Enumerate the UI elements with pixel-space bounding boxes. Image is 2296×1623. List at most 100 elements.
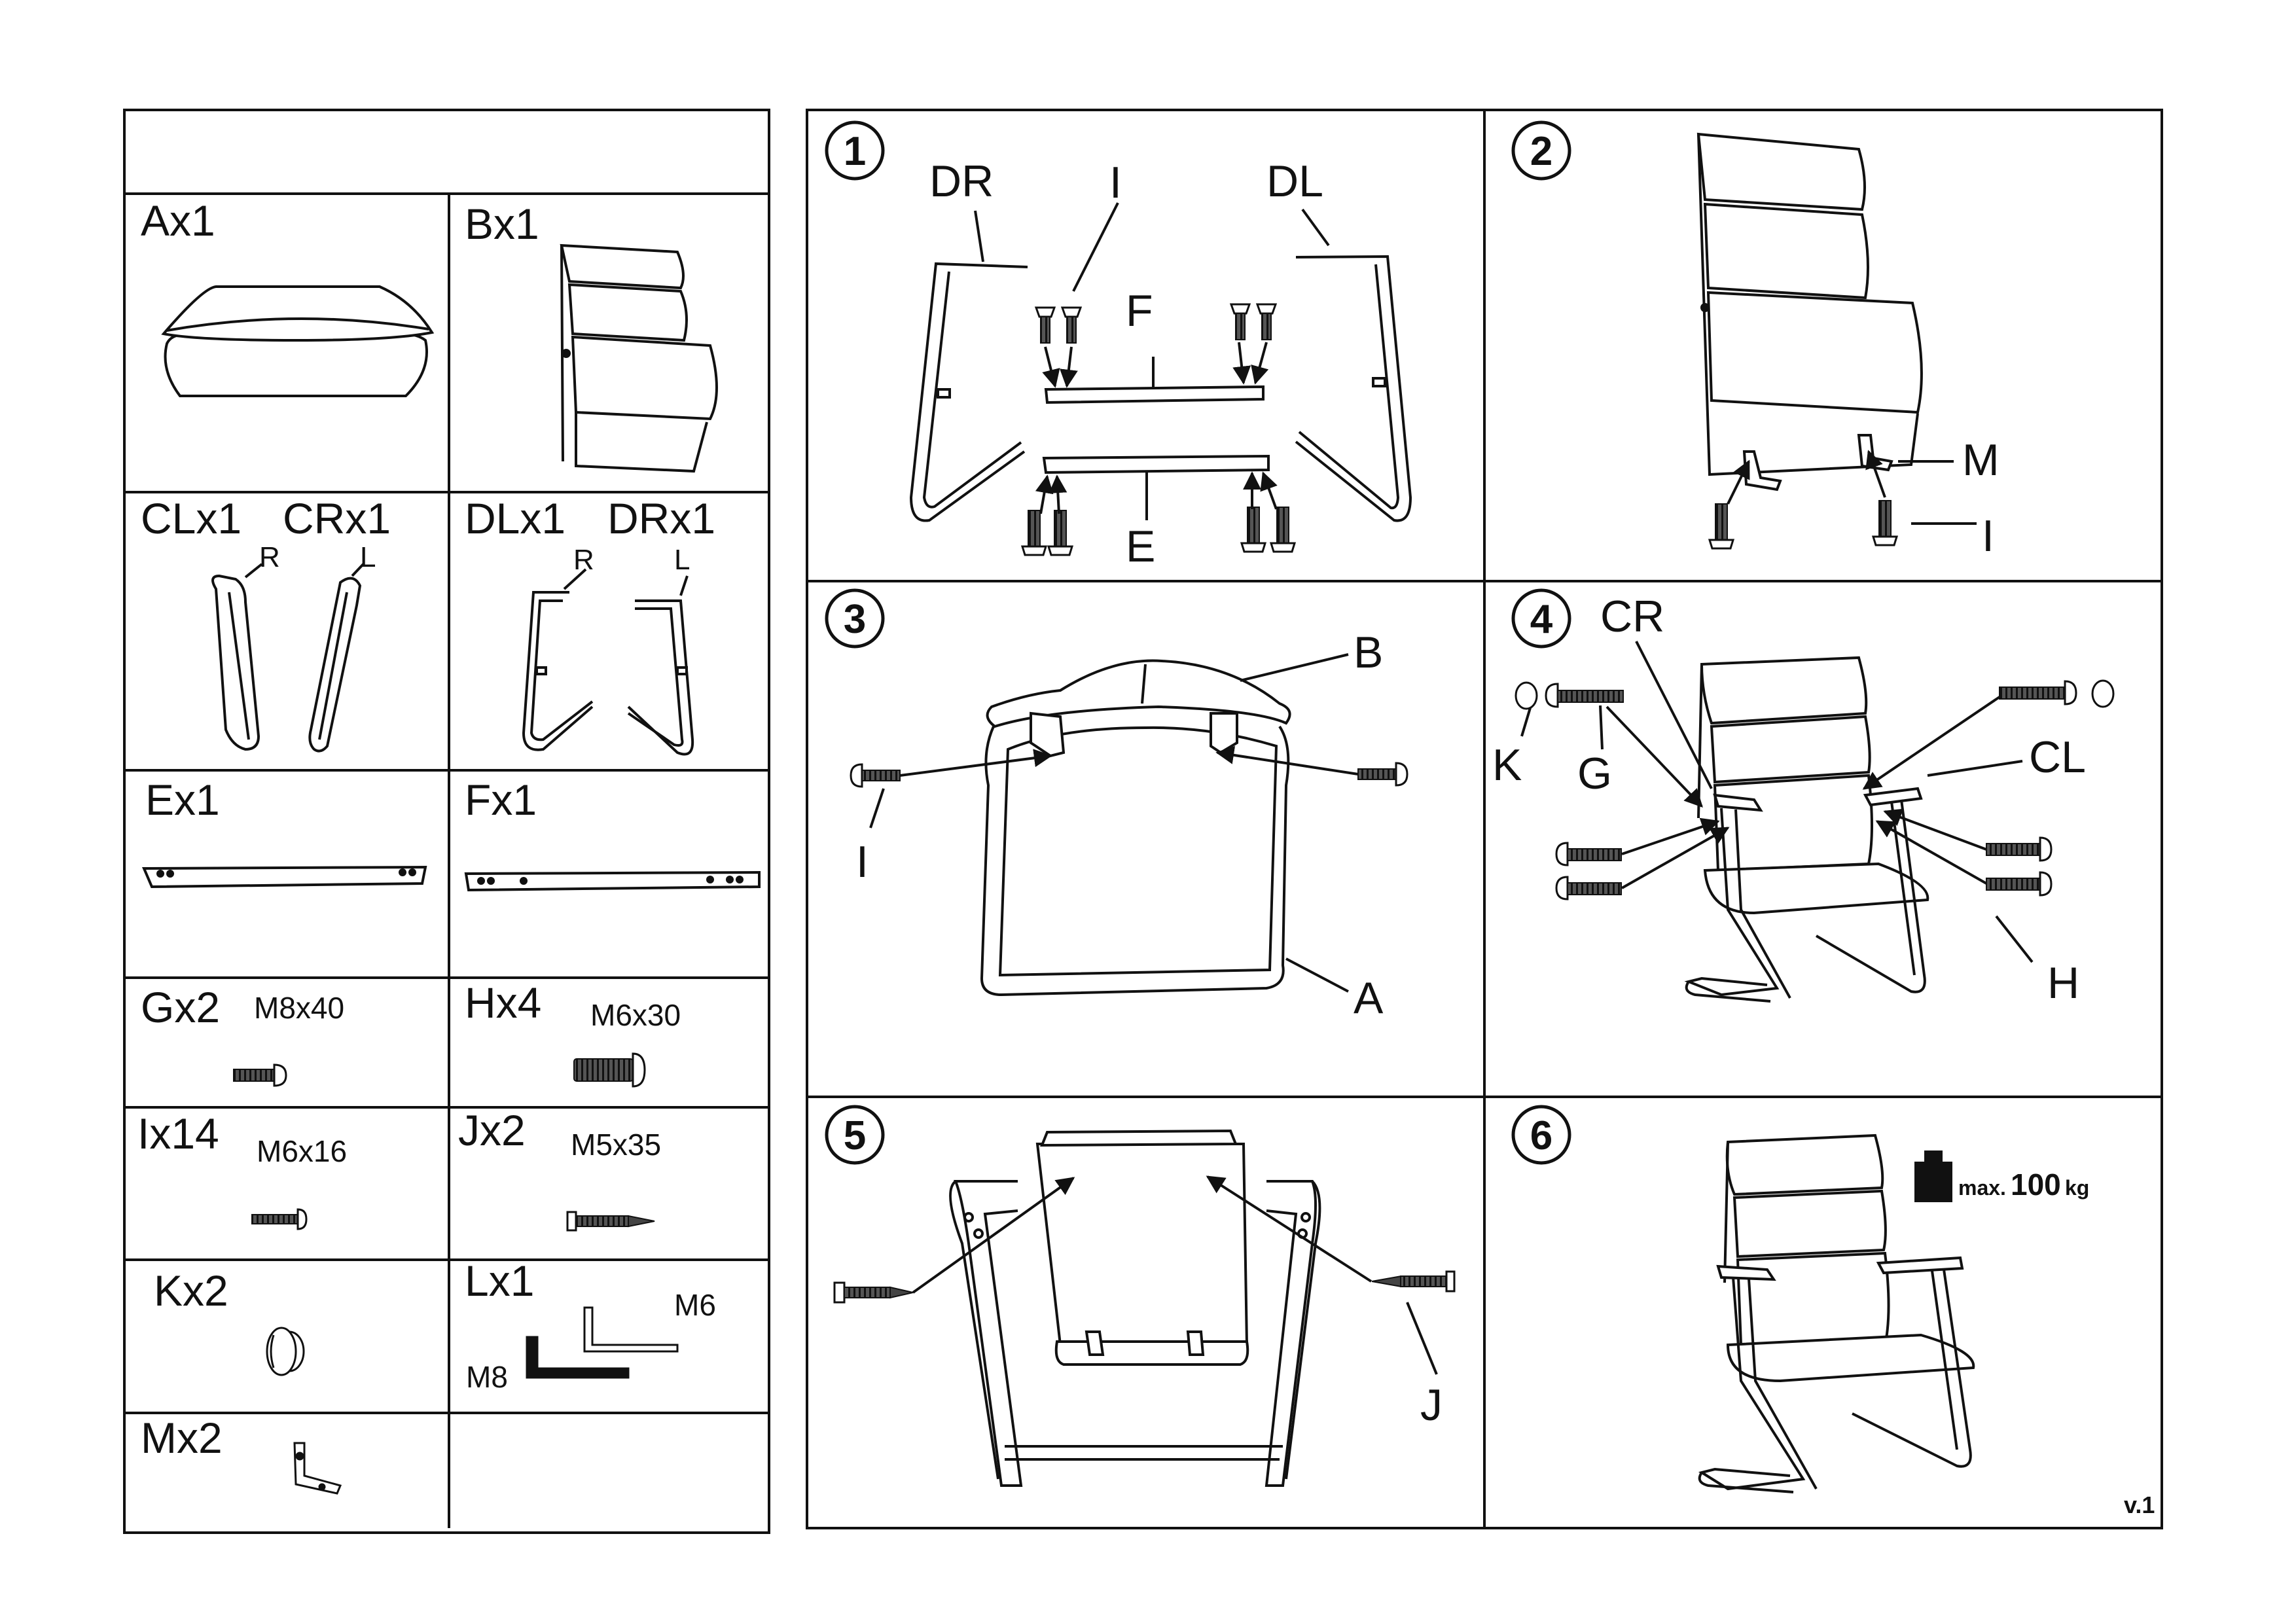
step-4-bolt-h-2-icon <box>1555 876 1622 901</box>
step-4-cap-k-right-icon <box>2091 679 2115 708</box>
step-1-bolt-top-2-icon <box>1061 306 1082 344</box>
step-1-bolt-bot-3-icon <box>1240 506 1266 553</box>
part-j-screw-icon <box>566 1211 655 1232</box>
step-1-bolt-top-3-icon <box>1230 303 1251 341</box>
step-1-label-e: E <box>1126 522 1155 571</box>
step-1-diagram <box>909 202 1412 522</box>
step-1-label-i: I <box>1109 158 1122 207</box>
step-2-bolt-2-icon <box>1872 499 1898 546</box>
part-d-frames-drawing <box>522 568 694 756</box>
part-c-side-r: R <box>259 541 280 573</box>
part-g-size: M8x40 <box>254 991 344 1025</box>
step-1-bolt-top-4-icon <box>1256 303 1277 341</box>
max-weight-unit: kg <box>2065 1176 2089 1200</box>
step-3-bolt-right-icon <box>1357 762 1408 787</box>
part-l-m6-label: M6 <box>674 1288 716 1322</box>
step-4-bolt-g-left-icon <box>1545 683 1624 708</box>
part-h-label: Hx4 <box>465 978 541 1027</box>
weight-icon <box>1914 1150 1952 1202</box>
part-cl-label: CLx1 <box>141 494 242 543</box>
part-e-label: Ex1 <box>145 776 220 824</box>
max-weight-prefix: max. <box>1958 1176 2006 1200</box>
step-3-label-b: B <box>1354 628 1383 677</box>
part-c-armrests-drawing <box>211 563 365 753</box>
step-4-arrows <box>1605 696 2001 889</box>
step-5-label-j: J <box>1420 1380 1443 1430</box>
part-k-label: Kx2 <box>154 1266 228 1315</box>
part-l-hex-keys-icon <box>526 1306 679 1379</box>
part-g-label: Gx2 <box>141 983 220 1031</box>
part-h-bolt-icon <box>573 1052 646 1088</box>
part-j-label: Jx2 <box>458 1106 526 1154</box>
part-a-seat-drawing <box>161 285 435 397</box>
part-m-bracket-icon <box>293 1442 342 1495</box>
step-1-label-dl: DL <box>1266 156 1323 206</box>
part-e-crossbar-drawing <box>141 865 427 889</box>
step-3-arrows <box>899 745 1359 777</box>
part-d-side-r: R <box>573 544 594 576</box>
step-4-number: 4 <box>1530 597 1553 642</box>
part-cr-label: CRx1 <box>283 494 391 543</box>
part-b-label: Bx1 <box>465 200 539 248</box>
step-3-label-a: A <box>1354 973 1384 1023</box>
part-d-side-l: L <box>674 544 690 576</box>
step-1-bolts <box>1021 303 1296 556</box>
version-label: v.1 <box>2124 1491 2155 1518</box>
step-1-bolt-bot-1-icon <box>1021 509 1047 556</box>
step-5-screw-right-icon <box>1371 1270 1456 1293</box>
step-2-diagram <box>1696 132 1977 525</box>
step-2-number: 2 <box>1530 129 1552 174</box>
step-1-bolt-bot-4-icon <box>1270 506 1296 553</box>
step-4-hardware <box>1515 679 2115 901</box>
step-1-arrows <box>1035 342 1278 514</box>
part-i-size: M6x16 <box>257 1134 347 1168</box>
part-i-bolt-icon <box>251 1208 308 1230</box>
step-4-label-h: H <box>2047 958 2079 1008</box>
step-4-label-cr: CR <box>1600 592 1664 641</box>
steps-grid <box>806 109 2163 1529</box>
step-5-screw-left-icon <box>833 1281 914 1304</box>
part-b-backrest-drawing <box>560 243 718 473</box>
part-dr-label: DRx1 <box>607 494 715 543</box>
part-i-label: Ix14 <box>137 1109 219 1158</box>
step-4-bolt-h-1-icon <box>1555 842 1622 866</box>
part-dl-label: DLx1 <box>465 494 565 543</box>
step-2-bolt-1-icon <box>1708 503 1734 550</box>
step-4-bolt-h-3-icon <box>1986 836 2053 862</box>
step-2-arrows <box>1727 450 1886 505</box>
part-f-label: Fx1 <box>465 776 537 824</box>
step-2-label-m: M <box>1962 435 2000 485</box>
part-g-bolt-icon <box>232 1063 287 1087</box>
part-j-size: M5x35 <box>571 1128 661 1162</box>
max-weight-value: 100 <box>2011 1168 2061 1202</box>
step-5-arrows <box>912 1175 1372 1294</box>
step-3-diagram <box>869 653 1349 997</box>
step-5-number: 5 <box>844 1113 866 1158</box>
step-badges <box>825 120 1571 1165</box>
step-5-screws <box>833 1270 1456 1304</box>
step-3-number: 3 <box>844 597 866 642</box>
part-l-m8-label: M8 <box>466 1360 508 1394</box>
step-3-bolts <box>850 762 1408 788</box>
parts-table <box>123 109 770 1534</box>
step-3-label-i: I <box>856 837 869 887</box>
step-4-label-k: K <box>1492 740 1522 790</box>
step-4-cap-k-left-icon <box>1515 681 1538 710</box>
step-5-diagram <box>949 1129 1438 1487</box>
part-l-label: Lx1 <box>465 1257 534 1305</box>
step-2-label-i: I <box>1982 511 1994 561</box>
step-1-label-dr: DR <box>929 156 994 206</box>
step-6-number: 6 <box>1530 1113 1552 1158</box>
part-m-label: Mx2 <box>141 1414 223 1462</box>
step-4-label-g: G <box>1577 749 1612 798</box>
step-4-bolt-g-right-icon <box>1999 680 2077 705</box>
step-4-bolt-h-4-icon <box>1986 871 2053 897</box>
part-c-side-l: L <box>360 541 376 573</box>
part-f-crossbar-drawing <box>464 870 761 892</box>
step-1-number: 1 <box>844 129 866 174</box>
step-6-chair-drawing <box>1698 1133 1975 1493</box>
part-h-size: M6x30 <box>590 998 681 1032</box>
step-1-label-f: F <box>1126 286 1153 336</box>
part-k-cap-icon <box>266 1327 305 1376</box>
step-3-bolt-left-icon <box>850 763 901 788</box>
